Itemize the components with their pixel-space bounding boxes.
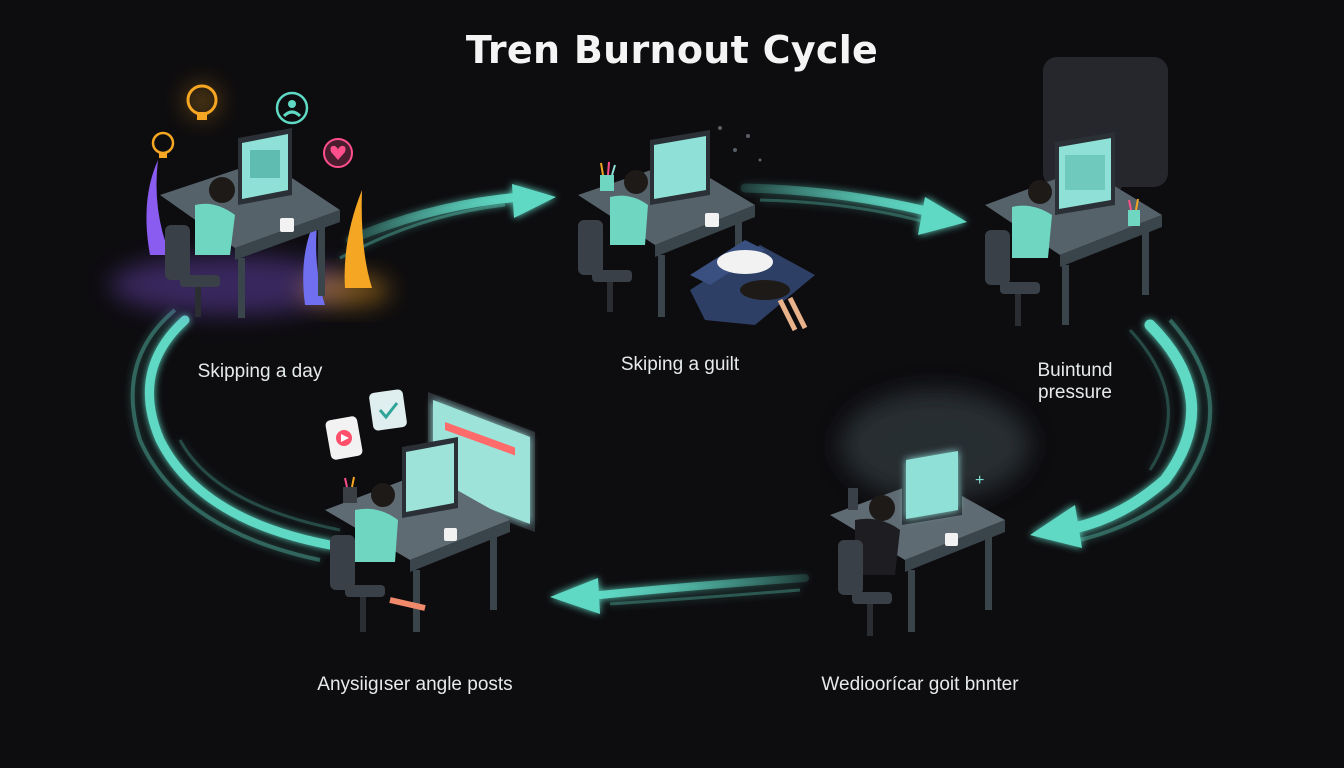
stage-2-workstation bbox=[578, 126, 815, 332]
arrow-stage2-to-stage3 bbox=[740, 183, 967, 235]
lightbulb-icon bbox=[184, 83, 220, 120]
user-icon bbox=[275, 91, 309, 125]
arrow-stage3-to-stage4 bbox=[1030, 318, 1213, 548]
coffee-mug-icon bbox=[705, 213, 719, 227]
stage-4-workstation: + bbox=[830, 390, 1030, 636]
arrow-stage4-to-stage5 bbox=[550, 574, 809, 614]
plus-sign: + bbox=[975, 472, 984, 489]
stage-5-label: Anysiigıser angle posts bbox=[317, 674, 513, 695]
stage-1-label: Skipping a day bbox=[197, 361, 323, 382]
blue-flame-icon bbox=[303, 215, 325, 305]
orange-flame-icon bbox=[344, 190, 372, 288]
sofa-icon bbox=[690, 240, 815, 332]
pencil-cup-icon bbox=[600, 161, 616, 191]
purple-flame-icon bbox=[146, 160, 170, 255]
pencil-cup-icon bbox=[343, 476, 357, 503]
coffee-mug-icon bbox=[444, 528, 457, 541]
play-icon bbox=[325, 416, 363, 460]
heart-icon bbox=[323, 138, 353, 168]
arrow-stage5-to-stage1 bbox=[130, 308, 341, 562]
stage-2-label: Skiping a guilt bbox=[620, 354, 740, 375]
stage-5-workstation bbox=[325, 389, 535, 632]
stage-3-workstation bbox=[985, 57, 1168, 326]
stage-3-label: Buintund pressure bbox=[1000, 360, 1150, 404]
coffee-mug-icon bbox=[945, 533, 958, 546]
arrow-stage1-to-stage2 bbox=[339, 184, 556, 260]
stage-4-label: Wedioorícar goit bnnter bbox=[821, 674, 1019, 695]
lightbulb-icon bbox=[151, 131, 175, 158]
checkmark-icon bbox=[369, 389, 407, 431]
stage-3-label-line1: Buintund bbox=[1037, 360, 1113, 381]
diagram-title: Tren Burnout Cycle bbox=[465, 28, 879, 72]
cycle-arrows bbox=[130, 183, 1213, 614]
stage-1-workstation bbox=[110, 83, 390, 318]
pencil-cup-icon bbox=[1128, 198, 1140, 226]
stage-3-label-line2: pressure bbox=[1038, 382, 1112, 403]
